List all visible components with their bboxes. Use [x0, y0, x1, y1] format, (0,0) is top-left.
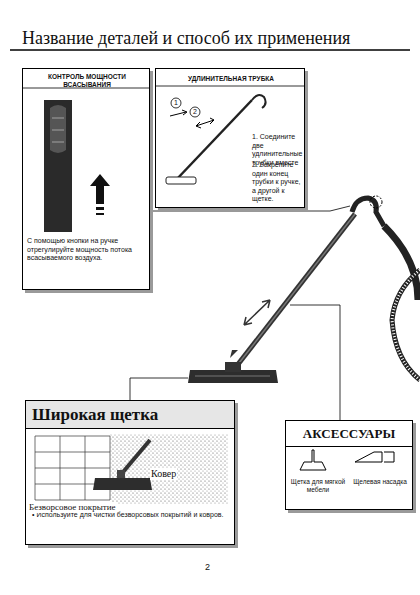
box-heading: КОНТРОЛЬ МОЩНОСТИ ВСАСЫВАНИЯ [27, 73, 147, 89]
accessory-label: Щетка для мягкой мебели [290, 478, 346, 494]
part-box: АКСЕССУАРЫ [285, 420, 413, 510]
box-heading: АКСЕССУАРЫ [286, 421, 412, 447]
page-number: 2 [205, 562, 215, 573]
box-heading: УДЛИНИТЕЛЬНАЯ ТРУБКА [160, 75, 302, 83]
page-title: Название деталей и способ их применения [22, 28, 350, 49]
part-box: УДЛИНИТЕЛЬНАЯ ТРУБКА1. Соедините две удл… [155, 68, 305, 208]
accessory-label: Щелевая насадка [352, 478, 408, 486]
box-heading: Широкая щетка [26, 401, 234, 429]
part-box: Широкая щетка• Используйте для чистки бе… [25, 400, 235, 545]
carpet-label: Ковер [150, 468, 177, 480]
callout-number: 1 [171, 98, 181, 108]
floor-label: Безворсовое покрытие [28, 502, 117, 513]
callout-number: 2 [190, 107, 200, 117]
step-text: 2. Закрепите один конец трубки к ручке, … [252, 161, 304, 204]
part-box: КОНТРОЛЬ МОЩНОСТИ ВСАСЫВАНИЯ С помощью кн… [22, 68, 150, 290]
box-text: С помощью кнопки на ручке отрегулируйте … [27, 237, 147, 263]
